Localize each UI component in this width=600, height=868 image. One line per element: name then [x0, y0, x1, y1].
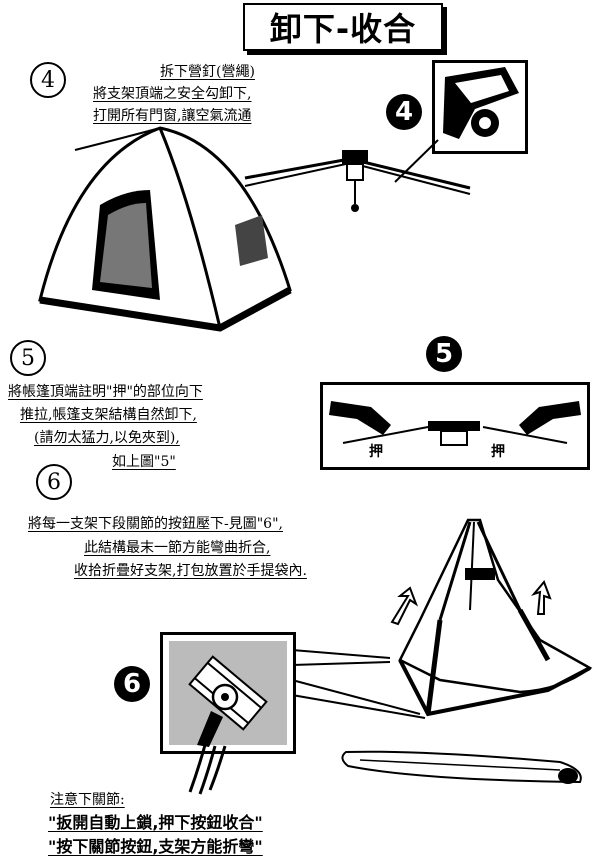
note-line-1: "扳開自動上鎖,押下按鈕收合": [48, 813, 263, 832]
zoom-lines: [291, 649, 426, 719]
step-5-line-2: 推拉,帳篷支架結構自然卸下,: [20, 407, 197, 423]
collapsed-frame: [244, 150, 471, 212]
folding-tent: [398, 518, 593, 717]
joint-button-illustration: [169, 641, 287, 747]
step-4-line-3: 打開所有門窗,讓空氣流通: [93, 108, 252, 124]
note-line-2: "按下關節按鈕,支架方能折彎": [48, 837, 263, 856]
step-5-marker: 5: [10, 340, 46, 376]
hook-detail-illustration: [443, 67, 519, 139]
packed-bag: [341, 750, 582, 784]
step-6-marker: 6: [36, 464, 72, 500]
hook-detail-inset: [432, 60, 528, 154]
step-5-line-3: (請勿太猛力,以免夾到),: [34, 430, 180, 446]
press-label-left: 押: [369, 444, 383, 460]
note-heading: 注意下關節:: [50, 792, 125, 808]
press-diagram: 押 押: [320, 382, 590, 470]
step-4-badge: 4: [386, 94, 422, 130]
step-4-marker: 4: [30, 62, 66, 98]
step-4-line-2: 將支架頂端之安全勾卸下,: [93, 86, 252, 102]
step-5-line-4: 如上圖"5": [112, 454, 176, 470]
leader-line-4: [394, 139, 439, 183]
step-5-line-1: 將帳篷頂端註明"押"的部位向下: [8, 384, 203, 400]
joint-detail-inset: [160, 632, 296, 754]
press-label-right: 押: [491, 444, 505, 460]
page-title: 卸下-收合: [243, 3, 443, 51]
step-6-line-2: 此結構最末一節方能彎曲折合,: [84, 540, 271, 556]
up-arrows: [390, 580, 552, 626]
tent-body: [38, 126, 292, 332]
step-5-badge: 5: [426, 336, 462, 372]
step-6-line-1: 將每一支架下段關節的按鈕壓下-見圖"6",: [28, 516, 283, 532]
press-illustration: [329, 401, 581, 446]
step-6-badge: 6: [114, 666, 150, 702]
step-6-line-3: 收拾折疊好支架,打包放置於手提袋內.: [74, 563, 307, 579]
step-4-line-1: 拆下營釘(營繩): [160, 64, 255, 80]
